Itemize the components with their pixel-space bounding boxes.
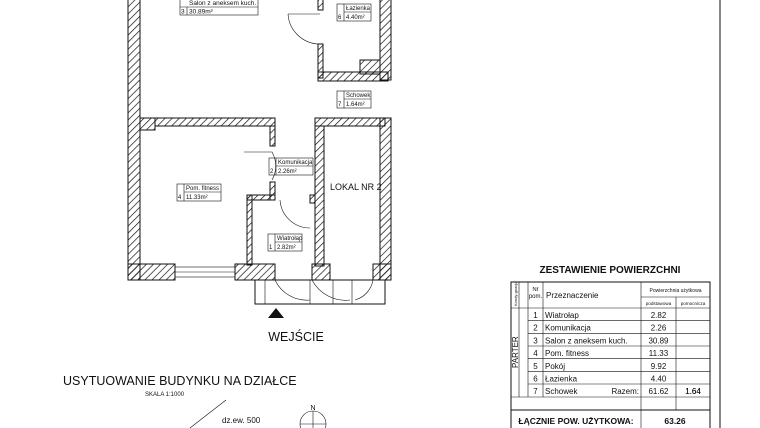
svg-text:1: 1	[269, 245, 273, 251]
table-cell-name: Wiatrołap	[545, 311, 579, 320]
wall-komunikacja-top	[269, 125, 276, 147]
wall-lokal-left	[314, 125, 325, 267]
wall-left	[127, 0, 141, 281]
doors	[244, 13, 374, 301]
sum-label: Razem:	[611, 387, 639, 396]
svg-text:Pom. fitness: Pom. fitness	[186, 186, 219, 192]
svg-text:3: 3	[181, 9, 185, 16]
wall-right-bottom	[379, 117, 392, 281]
table-cell-basic: 9.92	[651, 362, 667, 371]
room-label-komunikacja: Komunikacja 2 2.26m²	[268, 157, 314, 176]
wall-bottom-4	[372, 263, 392, 281]
table-cell-name: Łazienka	[545, 375, 578, 384]
sum-basic: 61.62	[648, 387, 669, 396]
header-aux: pomocnicza	[681, 301, 706, 306]
wall-bottom-1	[127, 263, 176, 281]
header-basic: podstawowa	[646, 301, 672, 306]
svg-text:Komunikacja: Komunikacja	[278, 160, 313, 166]
svg-text:1.64m²: 1.64m²	[346, 102, 365, 108]
table-cell-name: Salon z aneksem kuch.	[545, 336, 628, 345]
header-purpose: Przeznaczenie	[546, 291, 599, 300]
area-summary-table: ZESTAWIENIE POWIERZCHNI Kondy-gnacja Nr …	[510, 265, 711, 428]
entrance-porch	[254, 279, 386, 318]
table-cell-nr: 4	[533, 349, 538, 358]
svg-text:11.33m²: 11.33m²	[186, 195, 208, 201]
table-rows: 1 Wiatrołap 2.82 2 Komunikacja 2.26 3 Salon z a…	[533, 311, 701, 396]
door-komunikacja	[279, 199, 311, 229]
svg-text:2.26m²: 2.26m²	[278, 169, 297, 175]
lokal-label: LOKAL NR 2	[330, 182, 382, 192]
svg-text:7: 7	[338, 102, 342, 108]
table-cell-name: Pokój	[545, 362, 565, 371]
svg-text:6: 6	[338, 15, 342, 21]
sum-aux: 1.64	[685, 387, 701, 396]
door-fitness	[244, 151, 276, 181]
svg-text:2.82m²: 2.82m²	[277, 245, 296, 251]
header-nr: Nr pom.	[528, 287, 543, 300]
wall-stub	[309, 194, 316, 204]
svg-text:Wiatrołap: Wiatrołap	[277, 236, 303, 242]
total-label: ŁĄCZNIE POW. UŻYTKOWA:	[518, 416, 633, 426]
table-cell-nr: 6	[533, 375, 538, 384]
door-bathroom	[287, 13, 321, 45]
floor-label: PARTER	[511, 336, 520, 368]
svg-text:Schowek: Schowek	[346, 93, 371, 99]
window	[174, 266, 236, 278]
table-cell-basic: 4.40	[651, 375, 667, 384]
svg-text:Salon z aneksem kuch.: Salon z aneksem kuch.	[189, 0, 256, 7]
parcel-boundary	[189, 399, 227, 428]
walls	[127, 0, 392, 281]
wall-mid-2	[154, 117, 276, 127]
table-cell-name: Komunikacja	[545, 324, 591, 333]
table-cell-basic: 30.89	[648, 336, 669, 345]
room-label-salon: Salon z aneksem kuch. 3 30.89m²	[179, 0, 259, 16]
wall-bottom-2	[234, 263, 276, 281]
table-cell-nr: 1	[533, 311, 538, 320]
svg-text:2: 2	[270, 169, 274, 175]
svg-text:30.89m²: 30.89m²	[189, 9, 214, 16]
total-value: 63.26	[664, 416, 686, 426]
wall-bath-bottom	[317, 71, 389, 82]
entrance-arrow-icon	[268, 308, 284, 318]
room-label-wiatrolap: Wiatrołap 1 2.82m²	[267, 233, 303, 252]
room-label-lazienka: Łazienka 6 4.40m²	[336, 3, 372, 22]
header-floor: Kondy-gnacja	[513, 281, 518, 306]
wall-mid-3	[314, 117, 386, 127]
table-cell-basic: 11.33	[649, 349, 669, 358]
room-label-fitness: Pom. fitness 4 11.33m²	[176, 183, 222, 202]
table-cell-nr: 2	[533, 324, 538, 333]
table-cell-name: Schowek	[545, 387, 578, 396]
header-nr-box: Nr pom.	[528, 287, 543, 300]
room-label-schowek: Schowek 7 1.64m²	[336, 90, 371, 109]
wall-bottom-3	[311, 263, 331, 281]
table-cell-nr: 5	[533, 362, 538, 371]
svg-text:4.40m²: 4.40m²	[346, 15, 365, 21]
table-cell-nr: 7	[533, 387, 538, 396]
door-entrance	[274, 279, 374, 301]
site-title: USYTUOWANIE BUDYNKU NA DZIAŁCE	[63, 374, 297, 388]
wall-right-top	[379, 0, 392, 81]
table-cell-aux: 1.64	[685, 387, 701, 396]
parcel-label: dz.ew. 500	[222, 416, 261, 425]
north-arrow-icon	[299, 410, 327, 428]
site-scale: SKALA 1:1000	[145, 392, 185, 398]
table-cell-basic: 2.82	[651, 311, 667, 320]
wall-mid-1	[139, 117, 156, 131]
table-cell-basic: 2.26	[651, 324, 667, 333]
north-label: N	[310, 405, 315, 412]
svg-text:4: 4	[178, 195, 182, 201]
wall-vestibule-left	[246, 194, 253, 266]
wall-bath-left-top	[317, 0, 324, 11]
entrance-label: WEJŚCIE	[268, 329, 324, 344]
table-title: ZESTAWIENIE POWIERZCHNI	[540, 265, 681, 276]
header-usable: Powierzchnia użytkowa	[650, 288, 702, 294]
shaft	[359, 59, 381, 75]
table-cell-name: Pom. fitness	[545, 349, 589, 358]
svg-text:Łazienka: Łazienka	[346, 6, 371, 12]
table-cell-nr: 3	[533, 336, 538, 345]
